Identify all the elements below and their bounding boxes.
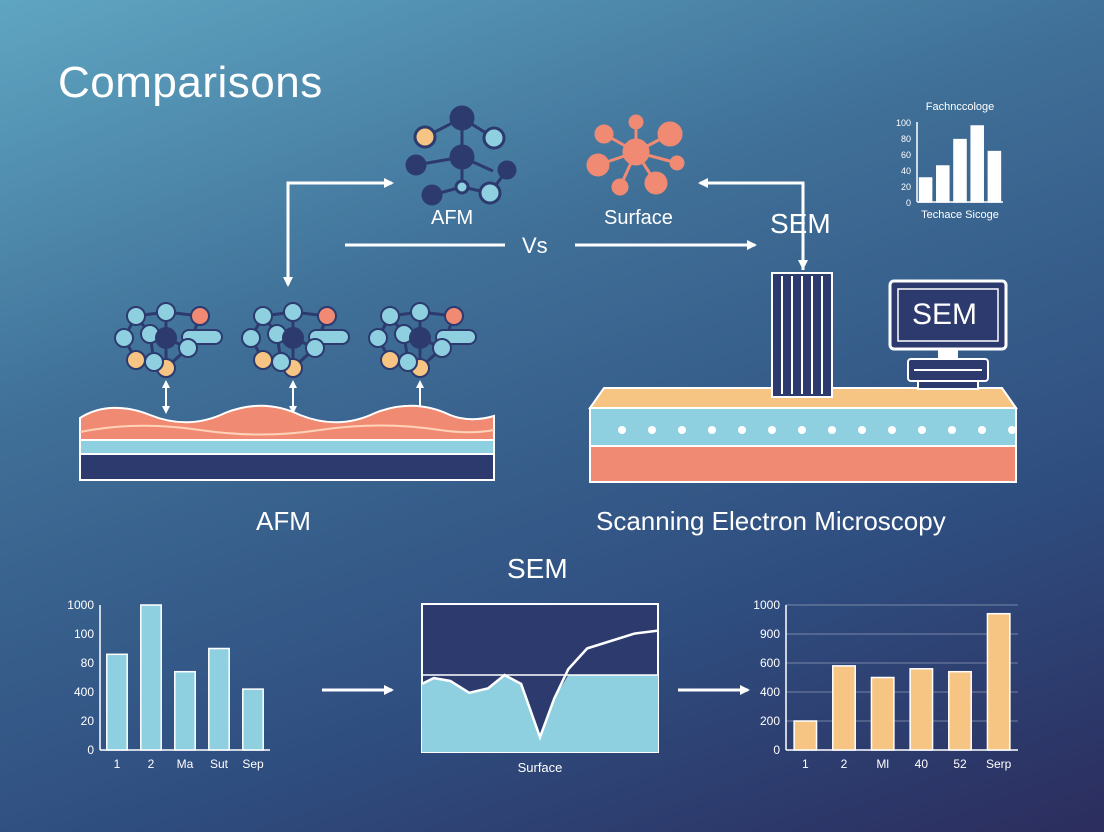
y-tick-label: 100 [74, 627, 94, 641]
y-tick-label: 20 [901, 182, 911, 192]
x-tick-label: 1 [114, 757, 121, 771]
y-tick-label: 400 [74, 685, 94, 699]
bottom-section-label: SEM [507, 553, 568, 584]
x-tick-label: Sut [210, 757, 229, 771]
stage-dot [828, 426, 836, 434]
bar [909, 668, 934, 751]
chart-bottom-right: 0 200 400 600 900 1000 1 2 Ml 40 52 Serp [753, 598, 1018, 771]
x-tick-label: Sep [242, 757, 264, 771]
stage-dot [1008, 426, 1016, 434]
y-tick-label: 1000 [753, 598, 780, 612]
bar [918, 177, 933, 203]
sem-top-label: SEM [770, 208, 831, 239]
molecule-cluster [114, 302, 223, 378]
y-tick-label: 0 [906, 198, 911, 208]
afm-substrate [79, 404, 495, 481]
stage-dot [648, 426, 656, 434]
stage-dot [888, 426, 896, 434]
monitor-icon [888, 279, 1008, 390]
area-fill [422, 675, 658, 752]
afm-base-dark [79, 453, 495, 481]
afm-molecules [114, 302, 477, 414]
x-tick-label: Serp [986, 757, 1012, 771]
stage-dot [618, 426, 626, 434]
y-tick-label: 40 [901, 166, 911, 176]
x-tick-label: 40 [915, 757, 929, 771]
bar [970, 125, 984, 203]
afm-base-light [79, 439, 495, 455]
bar [106, 653, 128, 751]
bar [948, 670, 972, 751]
afm-wavy-surface [79, 404, 495, 441]
page-title: Comparisons [58, 58, 323, 107]
y-tick-label: 60 [901, 150, 911, 160]
stage-dot [918, 426, 926, 434]
x-tick-label: 2 [841, 757, 848, 771]
y-tick-label: 1000 [67, 598, 94, 612]
scanning-electron-microscopy-label: Scanning Electron Microscopy [596, 506, 946, 536]
x-tick-label: 1 [802, 757, 809, 771]
x-tick-label: Ma [177, 757, 194, 771]
bar [174, 670, 196, 751]
chart-title: Fachnccologe [926, 101, 995, 113]
y-tick-label: 20 [81, 714, 95, 728]
y-tick-label: 0 [773, 743, 780, 757]
x-axis-label: Techace Sicoge [921, 209, 999, 221]
arrow-to-afm-network [286, 178, 394, 280]
chart-bottom-left: 0 20 400 80 100 1000 1 2 Ma Sut Sep [67, 598, 270, 771]
surface-network [586, 114, 685, 196]
sem-stage-salmon [589, 445, 1017, 483]
y-tick-label: 100 [896, 118, 911, 128]
stage-dot [948, 426, 956, 434]
monitor-screen-label: SEM [912, 298, 978, 331]
surface-chart-label: Surface [518, 760, 563, 775]
vs-label: Vs [522, 233, 548, 258]
bar [870, 676, 895, 751]
molecule-cluster [368, 302, 477, 378]
bar [208, 647, 230, 751]
stage-dot [678, 426, 686, 434]
molecule-cluster [241, 302, 350, 378]
afm-network [405, 105, 517, 206]
stage-dot [768, 426, 776, 434]
y-tick-label: 80 [901, 134, 911, 144]
x-tick-label: 2 [148, 757, 155, 771]
surface-network-label: Surface [604, 207, 673, 229]
afm-network-label: AFM [431, 207, 474, 229]
sem-machine [588, 272, 1018, 483]
x-tick-label: Ml [876, 757, 889, 771]
y-tick-label: 600 [760, 656, 780, 670]
y-tick-label: 80 [81, 656, 95, 670]
bar [140, 604, 162, 751]
chart-bottom-middle: Surface [421, 603, 659, 775]
x-tick-label: 52 [953, 757, 967, 771]
sem-probe [771, 272, 833, 398]
y-tick-label: 900 [760, 627, 780, 641]
bar [987, 150, 1002, 203]
y-tick-label: 400 [760, 685, 780, 699]
bar [793, 720, 818, 751]
y-tick-label: 0 [87, 743, 94, 757]
flow-arrows [283, 178, 808, 695]
bar [986, 612, 1011, 751]
y-tick-label: 200 [760, 714, 780, 728]
bar [242, 688, 264, 751]
sem-stage-dots [618, 426, 1016, 434]
stage-dot [708, 426, 716, 434]
bar [936, 165, 950, 203]
stage-dot [738, 426, 746, 434]
stage-dot [798, 426, 806, 434]
afm-label: AFM [256, 506, 311, 536]
area-line [421, 629, 659, 741]
bar [953, 138, 967, 203]
stage-dot [858, 426, 866, 434]
bar [832, 665, 856, 751]
stage-dot [978, 426, 986, 434]
